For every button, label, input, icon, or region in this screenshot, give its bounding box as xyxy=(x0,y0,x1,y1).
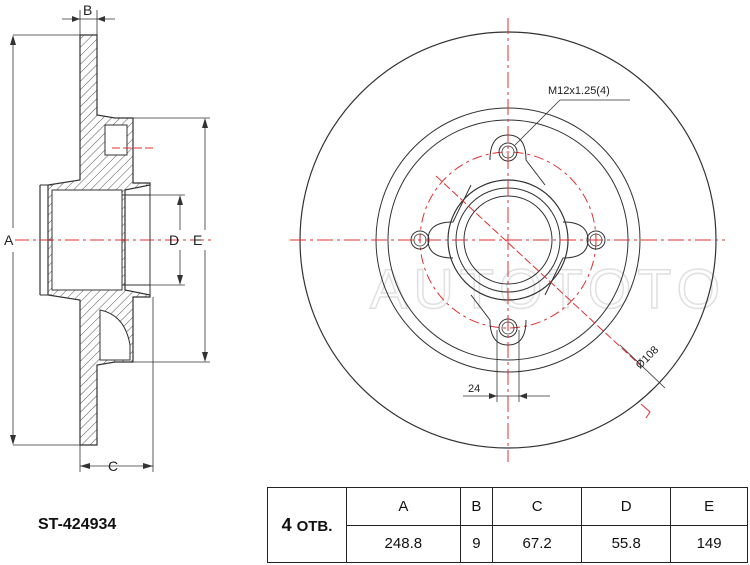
side-section-view xyxy=(15,34,215,446)
dimension-d: D xyxy=(150,194,185,286)
value-e: 149 xyxy=(670,524,748,563)
header-b: B xyxy=(459,487,494,526)
header-d: D xyxy=(581,487,672,526)
pcd-label: Ø108 xyxy=(634,344,662,372)
value-b: 9 xyxy=(459,524,494,563)
value-d: 55.8 xyxy=(581,524,672,563)
hole-count: 4 xyxy=(281,514,292,535)
header-e: E xyxy=(670,487,748,526)
dim-24-label: 24 xyxy=(468,383,480,395)
dimension-e: E xyxy=(133,117,210,363)
hole-count-cell: 4 ОТВ. xyxy=(267,487,347,563)
dimension-a: A xyxy=(4,34,80,446)
dimension-c: C xyxy=(79,297,154,474)
header-a: A xyxy=(346,487,461,526)
dim-label-e: E xyxy=(193,232,202,248)
spec-table: 4 ОТВ. A B C D E 248.8 9 67.2 55.8 149 xyxy=(267,487,748,563)
dim-label-b: B xyxy=(83,2,92,18)
hole-unit: ОТВ. xyxy=(296,517,333,535)
technical-drawing: AUTOTOTO A xyxy=(4,2,726,474)
table-row: 248.8 9 67.2 55.8 149 xyxy=(268,524,748,563)
value-c: 67.2 xyxy=(492,524,583,563)
front-view xyxy=(290,18,725,462)
dim-label-d: D xyxy=(169,232,179,248)
header-c: C xyxy=(492,487,583,526)
table-row: 4 ОТВ. A B C D E xyxy=(267,487,748,563)
watermark: AUTOTOTO xyxy=(370,257,726,320)
dimension-b: B xyxy=(62,2,115,35)
dim-label-c: C xyxy=(108,458,118,474)
value-a: 248.8 xyxy=(346,524,461,563)
part-number: ST-424934 xyxy=(38,516,117,533)
bolt-thread-label: M12x1.25(4) xyxy=(548,85,610,97)
dim-label-a: A xyxy=(4,232,14,248)
